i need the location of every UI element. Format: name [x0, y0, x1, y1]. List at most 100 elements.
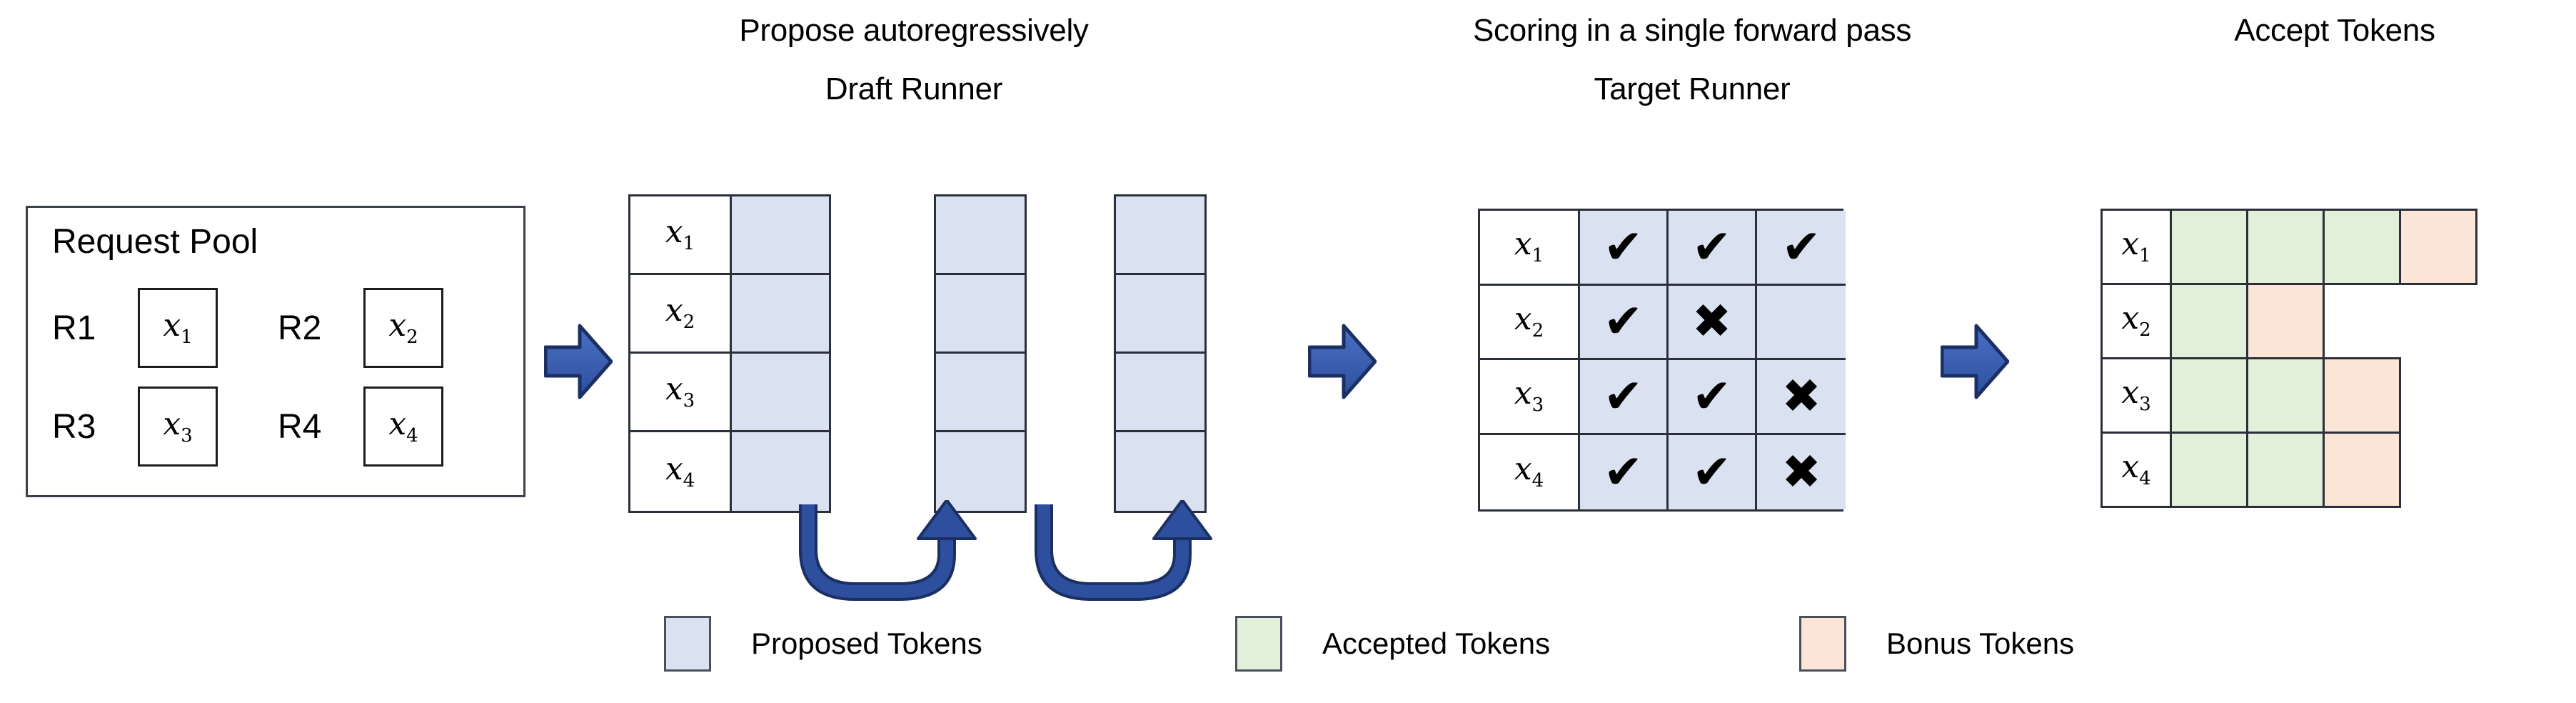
target-cell-r3c3: ✖: [1757, 360, 1846, 435]
target-runner-grid: x1 ✔ ✔ ✔ x2 ✔ ✖ x3 ✔ ✔ ✖ x4 ✔ ✔ ✖: [1478, 209, 1846, 512]
check-icon: ✔: [1691, 444, 1732, 499]
target-cell-r1c1: ✔: [1580, 211, 1669, 286]
request-label-r3: R3: [52, 407, 96, 446]
check-icon: ✔: [1691, 219, 1732, 274]
draft-proposed-cell: [936, 196, 1025, 275]
target-cell-r2c3: [1757, 285, 1846, 360]
accept-cell-accepted: [2246, 357, 2325, 434]
target-cell-r2c2: ✖: [1669, 285, 1757, 360]
target-row-label-2: x2: [1480, 285, 1580, 360]
check-icon: ✔: [1603, 444, 1644, 499]
draft-proposed-cell: [732, 354, 829, 432]
target-row-label-4: x4: [1480, 434, 1580, 509]
draft-row-label-1: x1: [630, 196, 730, 275]
check-icon: ✔: [1603, 219, 1644, 274]
accept-row-label-4: x4: [2100, 432, 2172, 508]
accept-cell-accepted: [2170, 357, 2248, 434]
accept-cell-accepted: [2170, 283, 2248, 359]
accept-cell-bonus: [2246, 283, 2325, 359]
flow-arrow-draft-to-target: [1307, 321, 1377, 402]
target-cell-r1c3: ✔: [1757, 211, 1846, 286]
accept-cell-accepted: [2170, 432, 2248, 508]
draft-row-label-4: x4: [630, 432, 730, 511]
accept-row-label-3: x3: [2100, 357, 2172, 434]
header-accept-tokens: Accept Tokens: [2234, 13, 2435, 48]
target-cell-r2c1: ✔: [1580, 285, 1669, 360]
draft-proposed-cell: [1116, 354, 1204, 432]
request-label-r4: R4: [278, 407, 322, 446]
check-icon: ✔: [1603, 294, 1644, 349]
accept-cell-accepted: [2246, 432, 2325, 508]
check-icon: ✔: [1603, 368, 1644, 424]
request-row-r2: R2 x2: [278, 288, 443, 368]
target-row-label-3: x3: [1480, 360, 1580, 435]
cross-icon: ✖: [1781, 444, 1821, 499]
target-cell-r3c1: ✔: [1580, 360, 1669, 435]
request-token-box-r3: x3: [138, 387, 218, 467]
token-x2: x2: [388, 306, 418, 348]
draft-recurrence-arrows: [778, 499, 1278, 614]
draft-proposed-cell: [1116, 196, 1204, 275]
header-draft-runner: Draft Runner: [825, 71, 1003, 106]
draft-proposed-cell: [1116, 432, 1204, 511]
target-cell-r3c2: ✔: [1669, 360, 1757, 435]
legend-item-accepted: Accepted Tokens: [1235, 616, 1550, 672]
draft-row-label-2: x2: [630, 275, 730, 354]
cross-icon: ✖: [1781, 368, 1821, 424]
request-row-r1: R1 x1: [52, 288, 218, 368]
request-pool-panel: Request Pool R1 x1 R2 x2 R3 x3 R4 x4: [26, 206, 525, 497]
draft-proposed-cell: [1116, 275, 1204, 354]
request-token-box-r2: x2: [363, 288, 443, 368]
draft-row-label-3: x3: [630, 354, 730, 432]
accept-cell-bonus: [2399, 209, 2477, 285]
legend-swatch-accepted: [1235, 616, 1282, 672]
request-label-r2: R2: [278, 309, 322, 347]
accept-row-label-2: x2: [2100, 283, 2172, 359]
request-pool-title: Request Pool: [52, 223, 258, 261]
accept-cell-accepted: [2170, 209, 2248, 285]
request-token-box-r4: x4: [363, 387, 443, 467]
request-row-r4: R4 x4: [278, 387, 443, 467]
draft-proposed-cell: [732, 275, 829, 354]
flow-arrow-target-to-accept: [1940, 321, 2010, 402]
draft-proposed-cell: [936, 432, 1025, 511]
flow-arrow-pool-to-draft: [543, 321, 613, 402]
accept-cell-accepted: [2323, 209, 2401, 285]
legend-swatch-bonus: [1799, 616, 1846, 672]
request-row-r3: R3 x3: [52, 387, 218, 467]
accept-cell-bonus: [2323, 357, 2401, 434]
draft-proposed-cell: [936, 354, 1025, 432]
legend-label-accepted: Accepted Tokens: [1322, 627, 1551, 660]
token-x3: x3: [163, 405, 193, 447]
legend-swatch-proposed: [664, 616, 711, 672]
cross-icon: ✖: [1691, 294, 1732, 349]
request-label-r1: R1: [52, 309, 96, 347]
header-scoring-single-forward-pass: Scoring in a single forward pass: [1472, 13, 1912, 48]
accept-cell-bonus: [2323, 432, 2401, 508]
accept-row-label-1: x1: [2100, 209, 2172, 285]
accept-cell-accepted: [2246, 209, 2325, 285]
check-icon: ✔: [1691, 368, 1732, 424]
target-cell-r1c2: ✔: [1669, 211, 1757, 286]
target-row-label-1: x1: [1480, 211, 1580, 286]
header-target-runner: Target Runner: [1594, 71, 1791, 106]
draft-runner-label-column: x1 x2 x3 x4: [628, 194, 732, 513]
draft-runner-column-1: [730, 194, 831, 513]
request-token-box-r1: x1: [138, 288, 218, 368]
check-icon: ✔: [1781, 219, 1821, 274]
target-cell-r4c2: ✔: [1669, 434, 1757, 509]
token-x1: x1: [163, 306, 193, 348]
target-cell-r4c1: ✔: [1580, 434, 1669, 509]
legend-item-proposed: Proposed Tokens: [664, 616, 982, 672]
accept-tokens-grid: x1 x2 x3 x4: [2100, 209, 2557, 516]
draft-proposed-cell: [936, 275, 1025, 354]
draft-runner-column-3: [1114, 194, 1207, 513]
draft-proposed-cell: [732, 432, 829, 511]
legend-item-bonus: Bonus Tokens: [1799, 616, 2074, 672]
target-cell-r4c3: ✖: [1757, 434, 1846, 509]
legend-label-bonus: Bonus Tokens: [1886, 627, 2075, 660]
draft-runner-column-2: [934, 194, 1027, 513]
draft-proposed-cell: [732, 196, 829, 275]
header-propose-autoregressively: Propose autoregressively: [739, 13, 1089, 48]
